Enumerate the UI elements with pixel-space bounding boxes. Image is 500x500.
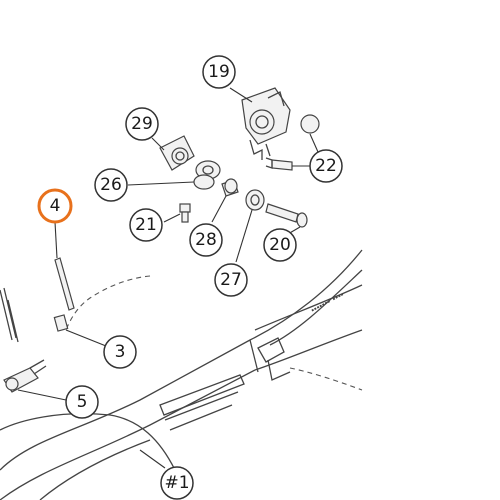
- callout-label: 22: [315, 156, 337, 176]
- callout-label: 28: [195, 230, 217, 250]
- callout-circle: [129, 208, 163, 242]
- callout-circle: [309, 149, 343, 183]
- callout-19[interactable]: 19: [202, 55, 236, 89]
- callout-1[interactable]: #1: [139, 449, 194, 500]
- callout-circle: [125, 107, 159, 141]
- callout-label: 4: [50, 196, 61, 216]
- callout-circle: [65, 385, 99, 419]
- callout-circle: [202, 55, 236, 89]
- callout-29[interactable]: 29: [125, 107, 159, 141]
- callout-circle: [94, 168, 128, 202]
- callout-3[interactable]: 3: [103, 335, 137, 369]
- part-27-washer: [235, 189, 265, 263]
- dashed-line-muffler: [289, 367, 363, 391]
- callout-circle: [214, 263, 248, 297]
- callout-label: 29: [131, 114, 153, 134]
- part-22-bolt: [265, 133, 319, 171]
- exhaust-pipe: ▪▪▪▪▪▪▪ ▪▪▪▪: [0, 249, 363, 500]
- part-29-mount: [151, 135, 195, 171]
- part-22-washer: [300, 114, 320, 134]
- callout-circle: [160, 466, 194, 500]
- part-26-grommet: [127, 160, 221, 190]
- callout-20[interactable]: 20: [263, 228, 297, 262]
- part-20-bolt: [265, 203, 308, 235]
- callout-label: 27: [220, 270, 242, 290]
- callout-circle: [103, 335, 137, 369]
- part-21-screw: [163, 203, 191, 223]
- part-3-clip: [53, 314, 107, 347]
- callout-circle-highlighted: [37, 188, 73, 224]
- dashed-line-upper: [65, 275, 151, 331]
- callout-label: 20: [269, 235, 291, 255]
- callout-28[interactable]: 28: [189, 223, 223, 257]
- callout-21[interactable]: 21: [129, 208, 163, 242]
- part-19-bracket: [229, 87, 291, 160]
- part-28-sleeve: [211, 178, 239, 223]
- callout-label: 21: [135, 215, 157, 235]
- part-4-rod: [54, 221, 75, 311]
- callout-22[interactable]: 22: [309, 149, 343, 183]
- callout-4[interactable]: 4: [37, 188, 73, 224]
- muffler-stamp: ▪▪▪▪▪▪▪ ▪▪▪▪: [310, 292, 345, 314]
- callout-label: 19: [208, 62, 230, 82]
- callout-5[interactable]: 5: [65, 385, 99, 419]
- callout-circle: [263, 228, 297, 262]
- callout-27[interactable]: 27: [214, 263, 248, 297]
- callout-label: 26: [100, 175, 122, 195]
- callout-label: 5: [77, 392, 88, 412]
- callout-circle: [189, 223, 223, 257]
- part-5-sensor: [0, 287, 67, 401]
- callout-26[interactable]: 26: [94, 168, 128, 202]
- callout-label: 3: [115, 342, 126, 362]
- callout-label: #1: [164, 473, 189, 493]
